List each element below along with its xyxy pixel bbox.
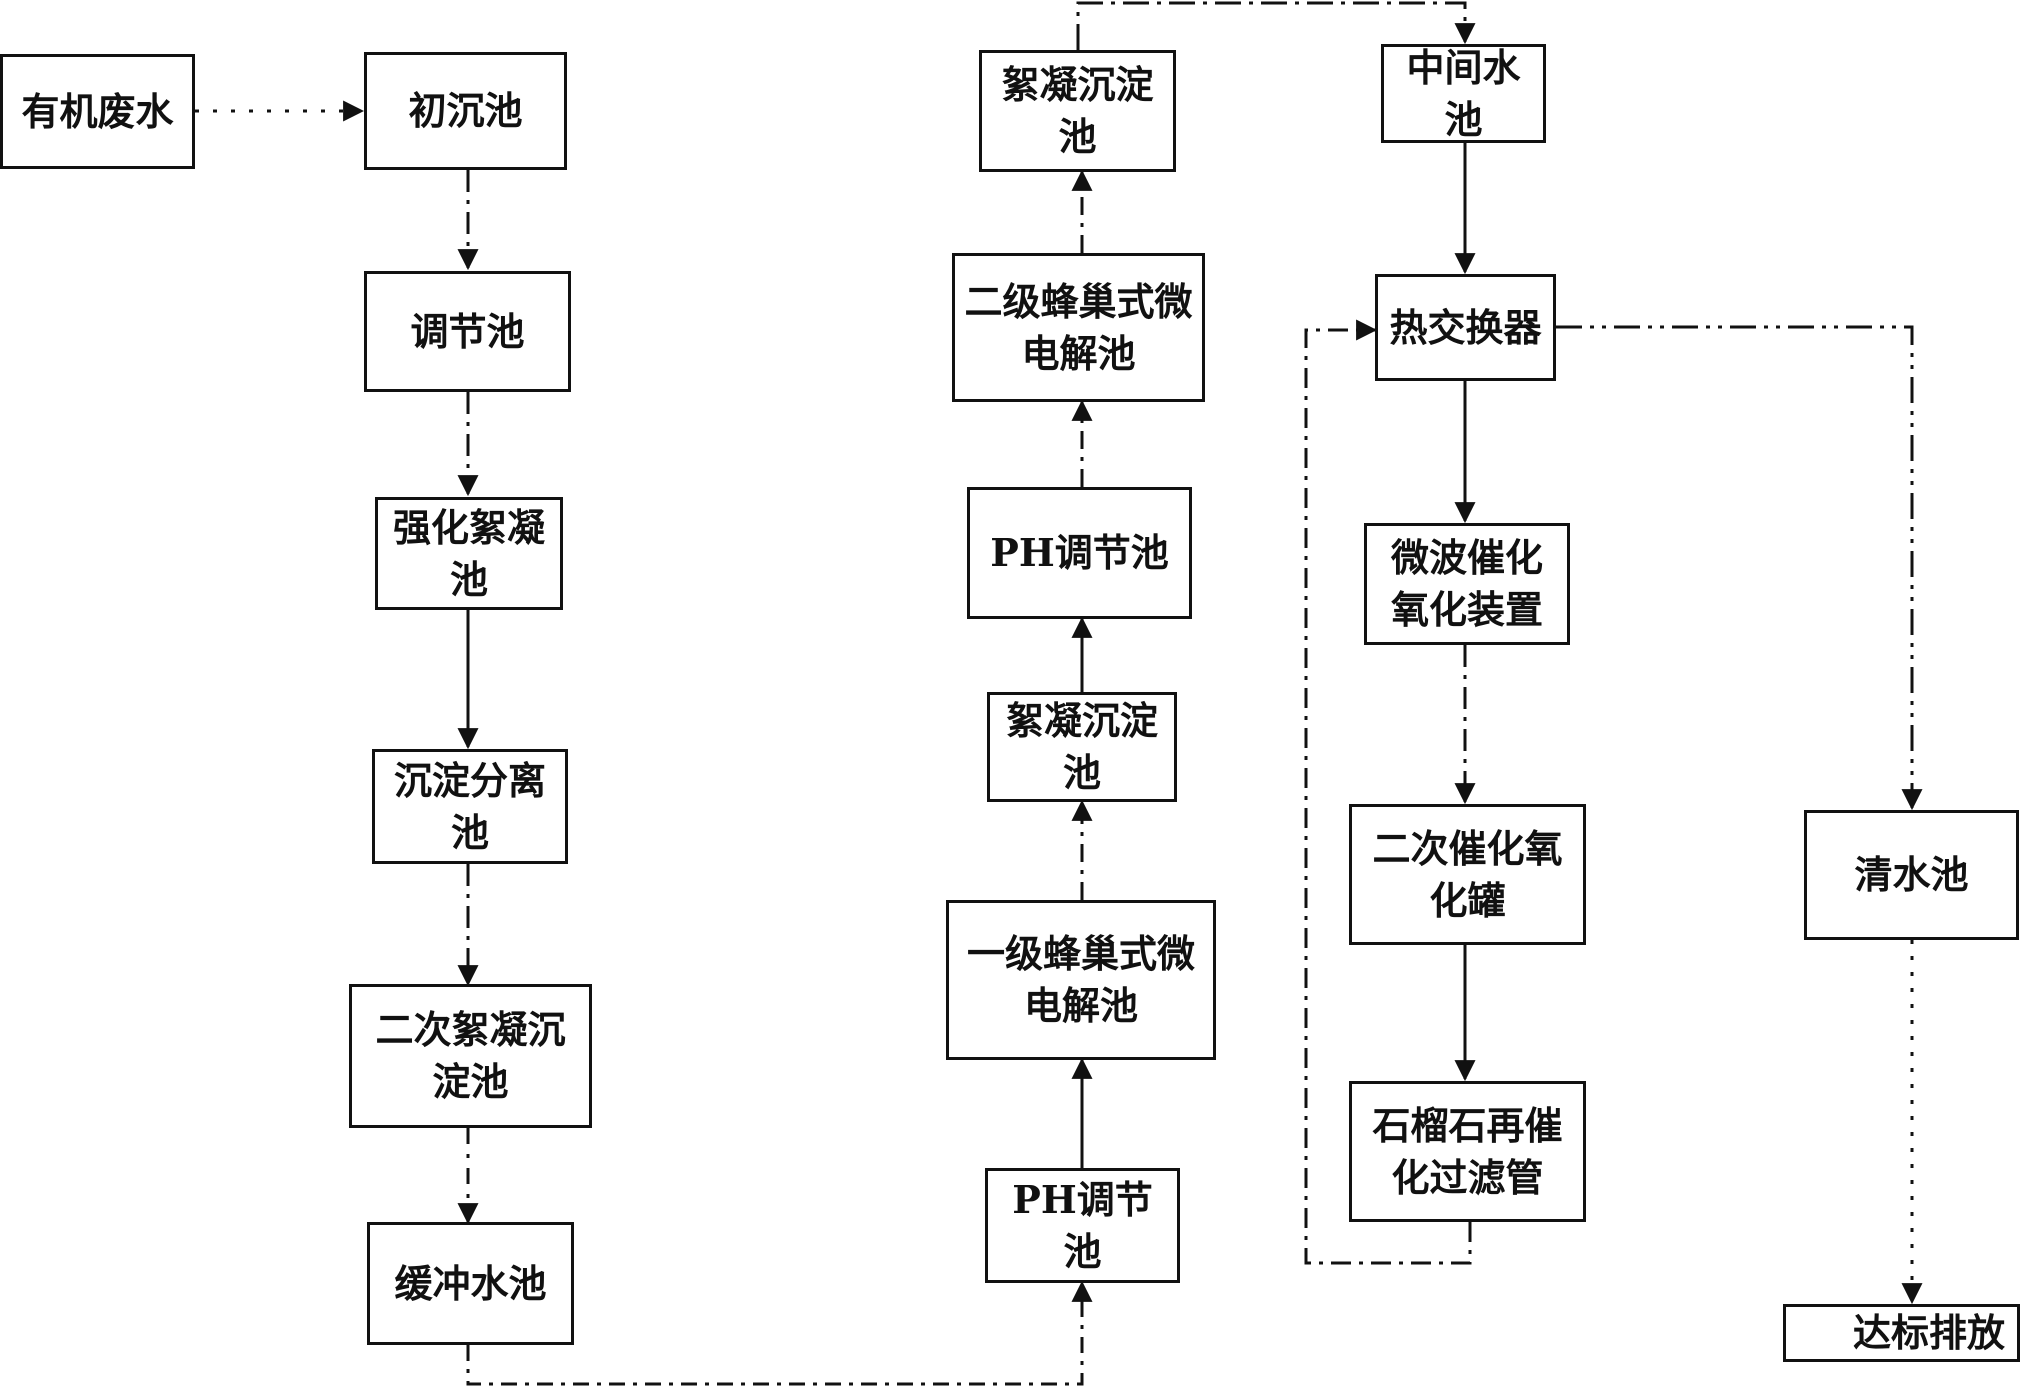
- node-intermediate-tank: 中间水池: [1381, 44, 1546, 143]
- node-heat-exchanger: 热交换器: [1375, 274, 1556, 381]
- node-garnet-filter: 石榴石再催化过滤管: [1349, 1081, 1586, 1222]
- node-secondary-catalytic-tank: 二次催化氧化罐: [1349, 804, 1586, 945]
- node-buffer-tank: 缓冲水池: [367, 1222, 574, 1345]
- node-ph-adjust-2: PH调节池: [967, 487, 1192, 619]
- node-microwave-oxidation: 微波催化氧化装置: [1364, 523, 1570, 645]
- edge-heatex-clear: [1556, 325, 1923, 811]
- node-floc-sedimentation-2: 絮凝沉淀池: [979, 50, 1176, 172]
- node-microelectrolysis-2: 二级蜂巢式微电解池: [952, 253, 1205, 402]
- node-floc-sedimentation-1: 絮凝沉淀池: [987, 692, 1177, 802]
- node-clear-water-tank: 清水池: [1804, 810, 2019, 940]
- node-adjustment-tank: 调节池: [364, 271, 571, 392]
- node-organic-wastewater: 有机废水: [0, 54, 195, 169]
- node-secondary-flocculation: 二次絮凝沉淀池: [349, 984, 592, 1128]
- node-enhanced-flocculation: 强化絮凝池: [375, 497, 563, 610]
- node-sedimentation-separation: 沉淀分离池: [372, 749, 568, 864]
- node-ph-adjust-1: PH调节池: [985, 1168, 1180, 1283]
- edge-garnet-heatex: [1304, 319, 1472, 1265]
- edge-flocsed2-intermediate: [1076, 1, 1476, 50]
- node-primary-sedimentation: 初沉池: [364, 52, 567, 170]
- node-microelectrolysis-1: 一级蜂巢式微电解池: [946, 900, 1216, 1060]
- node-discharge: 达标排放: [1783, 1304, 2020, 1362]
